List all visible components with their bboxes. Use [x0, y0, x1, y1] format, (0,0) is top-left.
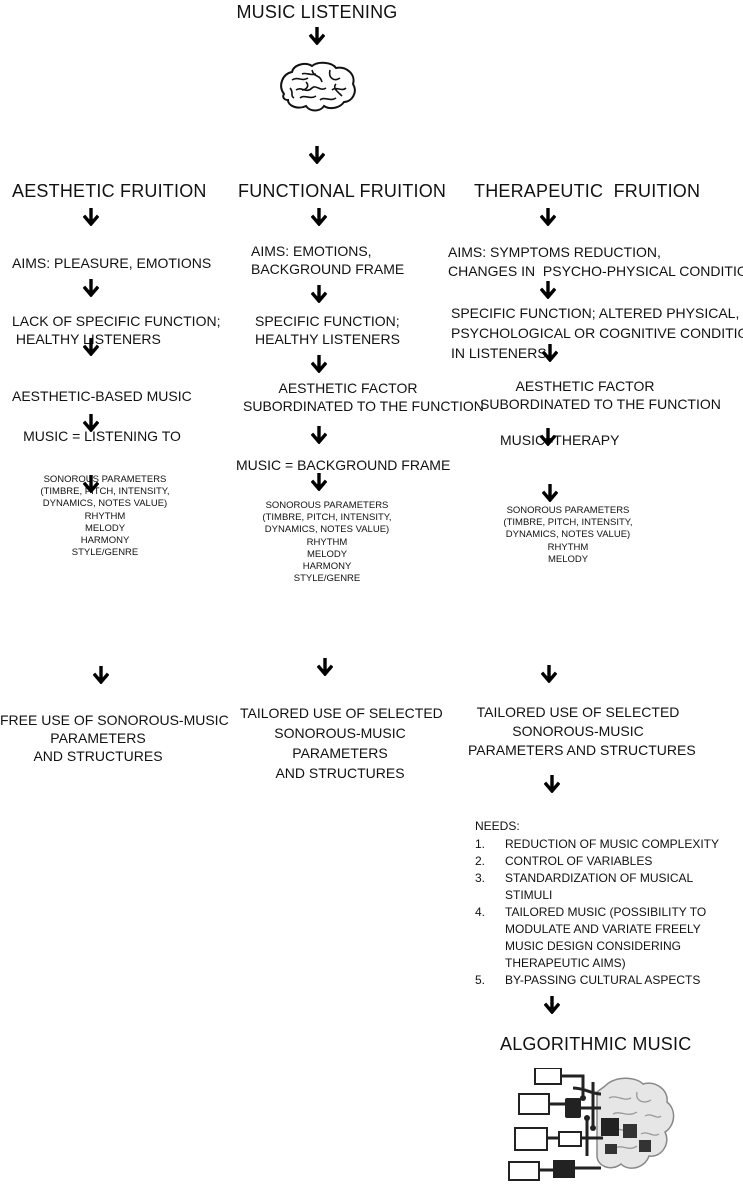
list-item-number: 5. [475, 973, 486, 987]
arrow-down-icon [93, 666, 109, 684]
list-item: 3. STANDARDIZATION OF MUSICAL STIMULI [475, 870, 719, 904]
aesthetic-function: LACK OF SPECIFIC FUNCTION; HEALTHY LISTE… [12, 313, 221, 347]
functional-parameters: SONOROUS PARAMETERS (TIMBRE, PITCH, INTE… [262, 500, 392, 585]
arrow-down-icon [540, 281, 556, 299]
therapeutic-aims: AIMS: SYMPTOMS REDUCTION, CHANGES IN PSY… [448, 244, 743, 279]
aesthetic-aims: AIMS: PLEASURE, EMOTIONS [12, 255, 212, 271]
arrow-down-icon [311, 355, 327, 373]
functional-use: TAILORED USE OF SELECTED SONOROUS-MUSIC … [240, 705, 443, 781]
list-item-text: BY-PASSING CULTURAL ASPECTS [505, 973, 701, 987]
list-item-number: 1. [475, 837, 486, 851]
therapeutic-parameters: SONOROUS PARAMETERS (TIMBRE, PITCH, INTE… [503, 505, 633, 565]
aesthetic-parameters: SONOROUS PARAMETERS (TIMBRE, PITCH, INTE… [40, 474, 170, 559]
arrow-down-icon [311, 426, 327, 444]
functional-fruition-header: FUNCTIONAL FRUITION [238, 181, 447, 201]
functional-music: MUSIC = BACKGROUND FRAME [236, 457, 451, 473]
list-item-text: TAILORED MUSIC (POSSIBILITY TO MODULATE … [505, 905, 707, 970]
functional-function: SPECIFIC FUNCTION; HEALTHY LISTENERS [255, 313, 400, 347]
list-item-number: 3. [475, 871, 486, 885]
list-item-number: 2. [475, 854, 486, 868]
list-item-text: STANDARDIZATION OF MUSICAL STIMULI [505, 871, 694, 902]
aesthetic-fruition-header: AESTHETIC FRUITION [12, 181, 207, 201]
arrow-down-icon [542, 484, 558, 502]
arrow-down-icon [309, 27, 325, 45]
arrow-down-icon [311, 473, 327, 491]
needs-list: NEEDS: 1. REDUCTION OF MUSIC COMPLEXITY 2… [475, 818, 719, 989]
arrow-down-icon [83, 414, 99, 432]
therapeutic-music: MUSIC=THERAPY [500, 432, 620, 448]
aesthetic-factor: AESTHETIC-BASED MUSIC [12, 388, 192, 404]
list-item-number: 4. [475, 905, 486, 919]
functional-aims: AIMS: EMOTIONS, BACKGROUND FRAME [251, 243, 405, 277]
arrow-down-icon [544, 996, 560, 1014]
arrow-down-icon [317, 658, 333, 676]
therapeutic-factor: AESTHETIC FACTOR SUBORDINATED TO THE FUN… [480, 378, 721, 412]
functional-factor: AESTHETIC FACTOR SUBORDINATED TO THE FUN… [243, 380, 484, 414]
arrow-down-icon [541, 665, 557, 683]
list-item: 5. BY-PASSING CULTURAL ASPECTS [475, 972, 719, 989]
arrow-down-icon [542, 344, 558, 362]
arrow-down-icon [540, 208, 556, 226]
list-item: 2. CONTROL OF VARIABLES [475, 853, 719, 870]
arrow-down-icon [311, 208, 327, 226]
arrow-down-icon [309, 146, 325, 164]
needs-title: NEEDS: [475, 819, 520, 833]
therapeutic-function: SPECIFIC FUNCTION; ALTERED PHYSICAL, PSY… [451, 305, 743, 361]
brain-icon [280, 61, 356, 112]
arrow-down-icon [540, 428, 556, 446]
aesthetic-music: MUSIC = LISTENING TO [23, 428, 181, 444]
list-item-text: REDUCTION OF MUSIC COMPLEXITY [505, 837, 720, 851]
list-item: 4. TAILORED MUSIC (POSSIBILITY TO MODULAT… [475, 904, 719, 972]
arrow-down-icon [83, 338, 99, 356]
arrow-down-icon [544, 775, 560, 793]
list-item-text: CONTROL OF VARIABLES [505, 854, 653, 868]
aesthetic-use: FREE USE OF SONOROUS-MUSIC PARAMETERS AN… [0, 712, 229, 764]
algorithmic-music-label: ALGORITHMIC MUSIC [500, 1034, 692, 1054]
circuit-brain-icon [508, 1068, 675, 1181]
diagram-title: MUSIC LISTENING [236, 2, 398, 22]
therapeutic-fruition-header: THERAPEUTIC FRUITION [474, 181, 701, 201]
arrow-down-icon [83, 208, 99, 226]
arrow-down-icon [311, 285, 327, 303]
arrow-down-icon [83, 279, 99, 297]
list-item: 1. REDUCTION OF MUSIC COMPLEXITY [475, 836, 719, 853]
arrow-down-icon [83, 475, 99, 493]
therapeutic-use: TAILORED USE OF SELECTED SONOROUS-MUSIC … [468, 704, 696, 758]
